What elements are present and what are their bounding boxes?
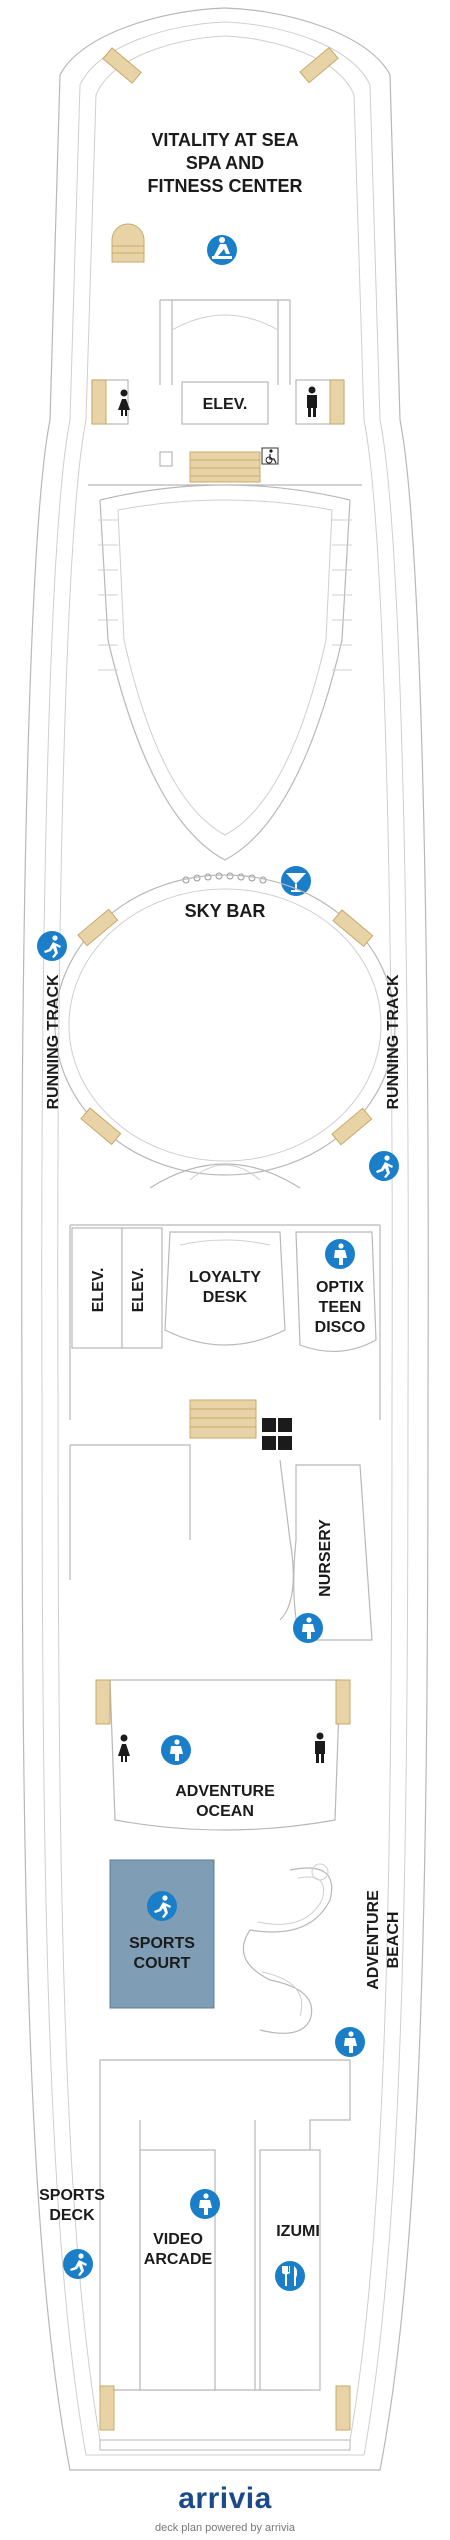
spa-label-line2: SPA AND <box>186 153 264 173</box>
cocktail-icon <box>281 866 311 896</box>
loyalty-label-line1: LOYALTY <box>189 1269 261 1286</box>
adventure-ocean-label-line1: ADVENTURE <box>175 1783 275 1800</box>
upper-arch <box>171 314 279 331</box>
running-track-outer <box>54 874 396 1176</box>
adventure-beach-label-line1: ADVENTURE <box>365 1890 382 1990</box>
upper-theater-inner <box>117 499 333 836</box>
sky-bar-label: SKY BAR <box>185 901 266 921</box>
adventure-beach-label-line2: BEACH <box>385 1912 402 1969</box>
mid-arch-inner <box>189 1164 261 1181</box>
spa-label-line3: FITNESS CENTER <box>147 176 302 196</box>
stairs-top-left <box>102 47 142 84</box>
stairs-center-lower <box>189 1399 257 1439</box>
running-icon-left <box>37 931 67 961</box>
kids-icon-optix <box>325 1239 355 1269</box>
stairs-bottom-right <box>335 2385 351 2431</box>
elevator-mid-left-label: ELEV. <box>90 1268 107 1313</box>
running-track-right-label: RUNNING TRACK <box>385 974 402 1110</box>
stairs-bottom-left <box>99 2385 115 2431</box>
sports-deck-label-line2: DECK <box>49 2207 95 2224</box>
sky-bar-seating <box>182 872 267 884</box>
running-icon-right <box>369 1151 399 1181</box>
hull-outline <box>21 7 429 2471</box>
sports-court-area <box>109 1859 215 2009</box>
slide-top <box>311 1863 329 1881</box>
kids-icon-arcade <box>190 2189 220 2219</box>
fitness-icon[interactable] <box>207 235 237 265</box>
mid-arch <box>69 1163 381 1420</box>
mid-lower-walls <box>69 1444 294 1621</box>
stairs-track-br <box>331 1107 373 1146</box>
optix-label-line3: DISCO <box>315 1319 366 1336</box>
loyalty-desk-curve <box>179 1239 271 1246</box>
upper-corridor <box>159 299 291 385</box>
loyalty-label-line2: DESK <box>203 1289 248 1306</box>
restroom-women-ao <box>118 1734 130 1762</box>
video-arcade-label-line1: VIDEO <box>153 2231 203 2248</box>
adventure-ocean-room <box>109 1679 341 1831</box>
hull-inner <box>41 21 409 2456</box>
upper-steps-left <box>98 519 118 671</box>
kids-icon-nursery <box>293 1613 323 1643</box>
elevator-top-box <box>181 381 269 425</box>
upper-theater <box>88 484 362 861</box>
sports-court-label-line1: SPORTS <box>129 1935 195 1952</box>
restroom-men-icon <box>307 386 317 417</box>
adventure-ocean-label-line2: OCEAN <box>196 1803 254 1820</box>
upper-steps-right <box>332 519 352 671</box>
optix-room <box>295 1231 377 1352</box>
optix-label-line1: OPTIX <box>316 1279 364 1296</box>
arrivia-logo: arrivia <box>178 2482 272 2515</box>
video-arcade-label-line2: ARCADE <box>144 2251 213 2268</box>
kids-icon-ao <box>161 1735 191 1765</box>
running-icon-deck <box>63 2249 93 2279</box>
elevator-mid-right-box <box>121 1227 163 1349</box>
stairs-track-bl <box>80 1107 122 1146</box>
running-icon-court <box>147 1891 177 1921</box>
sports-court-label-line2: COURT <box>134 1955 191 1972</box>
adventure-beach-slides <box>242 1867 333 2034</box>
nursery-label: NURSERY <box>317 1519 334 1597</box>
stairs-ao-left <box>95 1679 111 1725</box>
stairs-track-tr <box>332 909 374 948</box>
restroom-women-top <box>91 379 130 425</box>
adventure-beach-slides-inner <box>257 1876 324 2017</box>
restroom-men-ao <box>315 1732 325 1763</box>
elevator-mid-right-label: ELEV. <box>130 1268 147 1313</box>
restroom-women-icon <box>118 389 130 416</box>
restroom-pair-icon <box>262 1418 292 1450</box>
stern-platform <box>99 2439 351 2451</box>
stairs-center-upper <box>189 451 261 483</box>
restroom-men-top <box>295 379 345 425</box>
stairs-spa <box>111 223 145 263</box>
optix-label-line2: TEEN <box>319 1299 362 1316</box>
loyalty-desk-room <box>164 1231 286 1346</box>
stairs-track-tl <box>77 908 119 947</box>
stairs-top-right <box>299 46 339 84</box>
sports-deck-label-line1: SPORTS <box>39 2187 105 2204</box>
elevator-top-label: ELEV. <box>203 396 248 413</box>
accessible-icon <box>261 447 279 465</box>
dining-icon <box>275 2261 305 2291</box>
video-arcade-room <box>139 2149 216 2391</box>
stairs-ao-right <box>335 1679 351 1725</box>
running-track-left-label: RUNNING TRACK <box>45 974 62 1110</box>
izumi-label: IZUMI <box>276 2223 320 2240</box>
kids-icon-beach <box>335 2027 365 2057</box>
footer-tagline: deck plan powered by arrivia <box>154 2522 296 2534</box>
running-track-inner <box>68 888 382 1162</box>
small-room-center <box>159 451 173 467</box>
spa-label-line1: VITALITY AT SEA <box>151 130 298 150</box>
